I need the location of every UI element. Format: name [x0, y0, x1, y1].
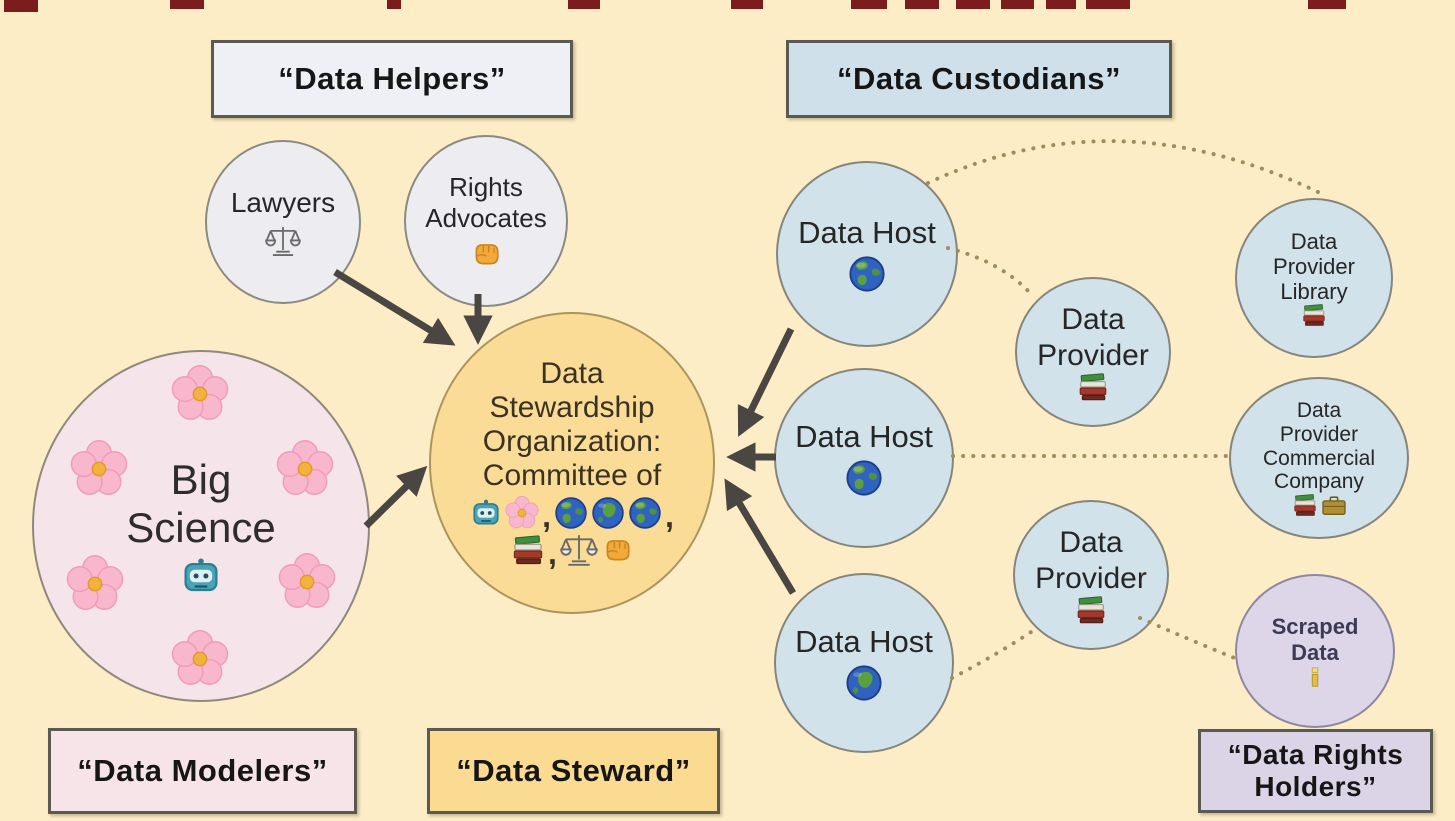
raised-fist-icon — [601, 534, 633, 566]
scraped-data-label: Scraped Data — [1271, 614, 1359, 665]
big-science-label: Big Science — [126, 455, 276, 551]
arrow-data-host-1-to-steward — [737, 327, 795, 437]
robot-icon — [180, 556, 222, 596]
cherry-blossom-icon — [70, 440, 128, 498]
books-icon — [1075, 596, 1107, 625]
data-provider-library-label: Data Provider Library — [1273, 228, 1355, 305]
cropped-red-fragment — [851, 0, 887, 9]
dotted-host1-library — [926, 139, 1320, 194]
data-provider-label: Data Provider — [1035, 526, 1147, 595]
books-icon — [1292, 494, 1318, 517]
label-data-steward: “Data Steward” — [427, 728, 720, 814]
cropped-red-fragment — [568, 0, 600, 9]
dotted-host3-provider2 — [950, 626, 1039, 680]
cropped-red-fragment — [905, 0, 939, 9]
comma-text: , — [665, 497, 674, 534]
label-data-custodians: “Data Custodians” — [786, 40, 1172, 118]
cherry-blossom-icon — [66, 555, 124, 613]
commercial-icon-row — [1292, 494, 1347, 517]
cherry-blossom-icon — [171, 630, 229, 688]
briefcase-icon — [1321, 495, 1347, 517]
cherry-blossom-icon — [278, 553, 336, 611]
globe-icon — [591, 496, 625, 530]
node-data-host-1: Data Host — [776, 161, 958, 347]
globe-icon — [554, 496, 588, 530]
cropped-red-fragment — [956, 0, 990, 9]
label-data-modelers: “Data Modelers” — [48, 728, 357, 814]
node-data-provider-commercial-company: Data Provider Commercial Company — [1229, 377, 1409, 539]
node-big-science: Big Science — [32, 350, 370, 702]
cropped-red-fragment — [387, 0, 401, 9]
globe-icon — [845, 664, 883, 702]
raised-fist-icon — [470, 238, 502, 270]
cropped-red-fragment — [170, 0, 204, 9]
cherry-blossom-icon — [171, 365, 229, 423]
globe-icon — [628, 496, 662, 530]
steward-committee-icon-row-2: , — [511, 531, 633, 571]
node-data-provider-library: Data Provider Library — [1235, 198, 1393, 358]
node-lawyers: Lawyers — [205, 140, 361, 304]
cherry-blossom-icon — [505, 496, 539, 530]
label-data-helpers: “Data Helpers” — [211, 40, 573, 118]
books-icon — [1077, 373, 1109, 402]
dotted-provider2-scraped — [1138, 616, 1239, 661]
comma-text: , — [542, 497, 551, 534]
label-data-rights-holders: “Data Rights Holders” — [1198, 729, 1433, 813]
cropped-red-fragment — [1086, 0, 1130, 9]
steward-committee-icon-row-1: , , — [470, 494, 674, 534]
node-data-provider-2: Data Provider — [1013, 500, 1169, 650]
node-rights-advocates: Rights Advocates — [404, 135, 568, 307]
balance-scales-icon — [265, 224, 301, 258]
node-data-host-3: Data Host — [774, 573, 954, 753]
books-icon — [511, 535, 545, 566]
robot-icon — [470, 498, 502, 528]
cropped-red-fragment — [1046, 0, 1076, 9]
globe-icon — [848, 255, 886, 293]
node-data-host-2: Data Host — [774, 368, 954, 548]
data-host-label: Data Host — [798, 214, 936, 250]
dotted-host1-provider1 — [946, 246, 1033, 296]
data-host-label: Data Host — [795, 418, 933, 454]
balance-scales-icon — [560, 532, 598, 568]
cropped-red-fragment — [1308, 0, 1346, 9]
arrow-big-science-to-steward — [363, 465, 428, 529]
cherry-blossom-icon — [276, 440, 334, 498]
node-data-provider-1: Data Provider — [1015, 277, 1171, 427]
lawyers-label: Lawyers — [230, 187, 336, 219]
data-provider-commercial-label: Data Provider Commercial Company — [1262, 398, 1375, 494]
data-host-label: Data Host — [795, 623, 933, 659]
candle-icon — [1309, 666, 1321, 688]
globe-icon — [845, 459, 883, 497]
node-scraped-data: Scraped Data — [1235, 574, 1395, 728]
data-provider-label: Data Provider — [1037, 303, 1149, 372]
rights-advocates-label: Rights Advocates — [425, 172, 547, 233]
node-data-stewardship-organization: Data Stewardship Organization: Committee… — [429, 312, 715, 614]
books-icon — [1301, 304, 1327, 327]
steward-org-title: Data Stewardship Organization: Committee… — [482, 356, 662, 493]
comma-text: , — [548, 535, 557, 572]
cropped-red-fragment — [731, 0, 763, 9]
cropped-red-fragment — [4, 0, 38, 12]
cropped-red-fragment — [1001, 0, 1034, 9]
arrow-data-host-3-to-steward — [724, 478, 797, 595]
